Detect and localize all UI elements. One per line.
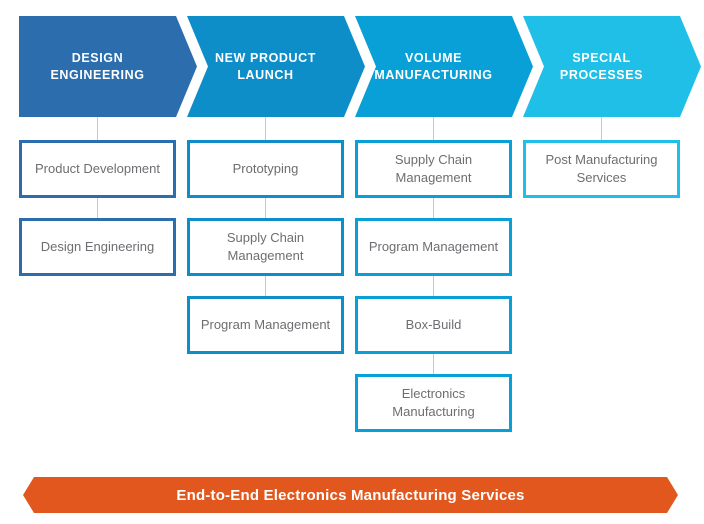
connector-line: [433, 117, 434, 140]
connector-line: [601, 117, 602, 140]
end-to-end-banner: End-to-End Electronics Manufacturing Ser…: [23, 477, 678, 513]
service-box: Design Engineering: [19, 218, 176, 276]
chevron-volume-manufacturing: VOLUME MANUFACTURING: [355, 16, 533, 117]
connector-line: [433, 276, 434, 296]
service-box: Electronics Manufacturing: [355, 374, 512, 432]
connector-line: [433, 198, 434, 218]
chevron-label: DESIGN ENGINEERING: [50, 50, 145, 82]
service-box: Supply Chain Management: [187, 218, 344, 276]
connector-line: [265, 117, 266, 140]
chevron-design-engineering: DESIGN ENGINEERING: [19, 16, 197, 117]
connector-line: [97, 198, 98, 218]
connector-line: [97, 117, 98, 140]
chevron-special-processes: SPECIAL PROCESSES: [523, 16, 701, 117]
connector-line: [433, 354, 434, 374]
service-box: Box-Build: [355, 296, 512, 354]
banner-label: End-to-End Electronics Manufacturing Ser…: [176, 486, 525, 504]
service-box: Program Management: [187, 296, 344, 354]
service-box: Product Development: [19, 140, 176, 198]
service-box: Program Management: [355, 218, 512, 276]
service-box: Supply Chain Management: [355, 140, 512, 198]
chevron-label: SPECIAL PROCESSES: [559, 50, 644, 82]
column-special-processes: SPECIAL PROCESSES Post Manufacturing Ser…: [523, 16, 680, 198]
chevron-label: NEW PRODUCT LAUNCH: [214, 50, 317, 82]
connector-line: [265, 198, 266, 218]
service-box: Post Manufacturing Services: [523, 140, 680, 198]
column-design-engineering: DESIGN ENGINEERING Product Development D…: [19, 16, 176, 276]
column-new-product-launch: NEW PRODUCT LAUNCH Prototyping Supply Ch…: [187, 16, 344, 354]
connector-line: [265, 276, 266, 296]
column-volume-manufacturing: VOLUME MANUFACTURING Supply Chain Manage…: [355, 16, 512, 432]
service-box: Prototyping: [187, 140, 344, 198]
chevron-label: VOLUME MANUFACTURING: [374, 50, 493, 82]
chevron-new-product-launch: NEW PRODUCT LAUNCH: [187, 16, 365, 117]
